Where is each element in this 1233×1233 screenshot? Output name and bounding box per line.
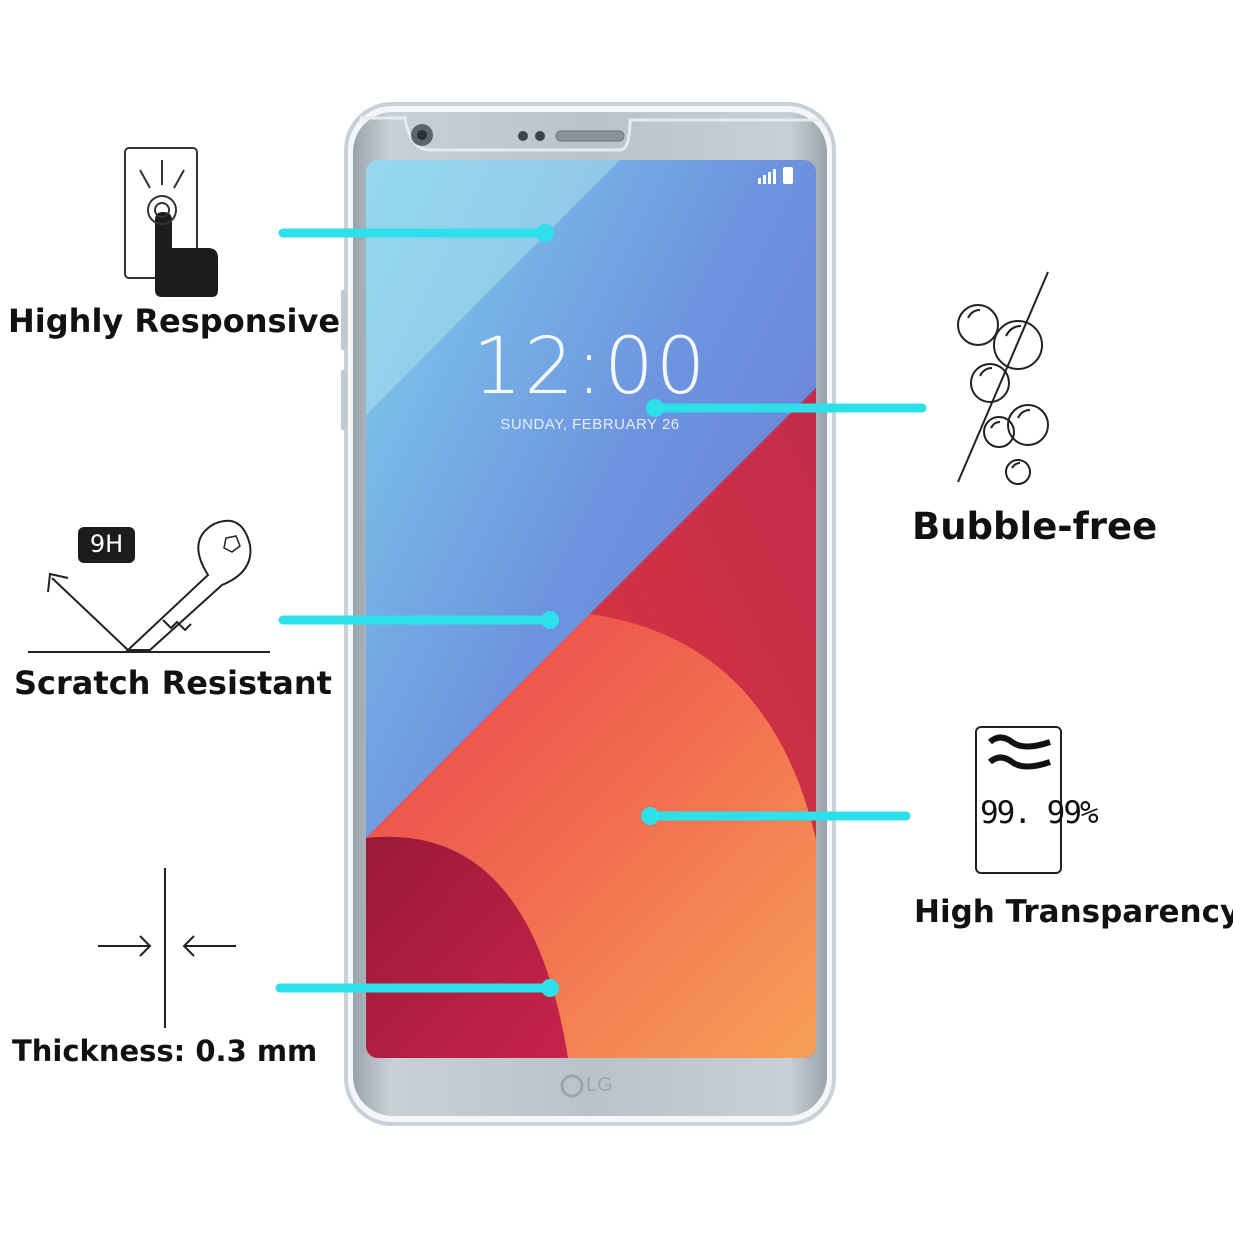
battery-icon: [783, 167, 793, 184]
transparency-icon: [975, 726, 1062, 874]
front-camera-icon: [411, 124, 433, 146]
label-high-transparency: High Transparency: [914, 894, 1233, 930]
earpiece-speaker: [555, 130, 625, 142]
bubbles-icon: [957, 271, 1049, 485]
key-scratch-icon: [28, 519, 270, 653]
thickness-icon: [98, 868, 236, 1028]
lg-logo-icon: [560, 1074, 584, 1098]
phone-brand-label: LG: [586, 1074, 613, 1096]
label-highly-responsive: Highly Responsive: [8, 302, 341, 340]
label-bubble-free: Bubble-free: [912, 505, 1158, 548]
sensor-icon: [518, 131, 545, 141]
touch-icon: [124, 147, 218, 297]
hardness-badge-text: 9H: [89, 530, 124, 558]
label-scratch-resistant: Scratch Resistant: [14, 664, 332, 702]
phone-screen: [366, 160, 816, 1058]
transparency-value: 99. 99%: [980, 795, 1099, 831]
hardness-badge-bg: [78, 527, 135, 563]
lockscreen-clock: 12:00: [472, 322, 708, 412]
signal-icon: [758, 169, 776, 184]
label-thickness: Thickness: 0.3 mm: [12, 1034, 318, 1068]
lockscreen-date: SUNDAY, FEBRUARY 26: [500, 416, 680, 433]
